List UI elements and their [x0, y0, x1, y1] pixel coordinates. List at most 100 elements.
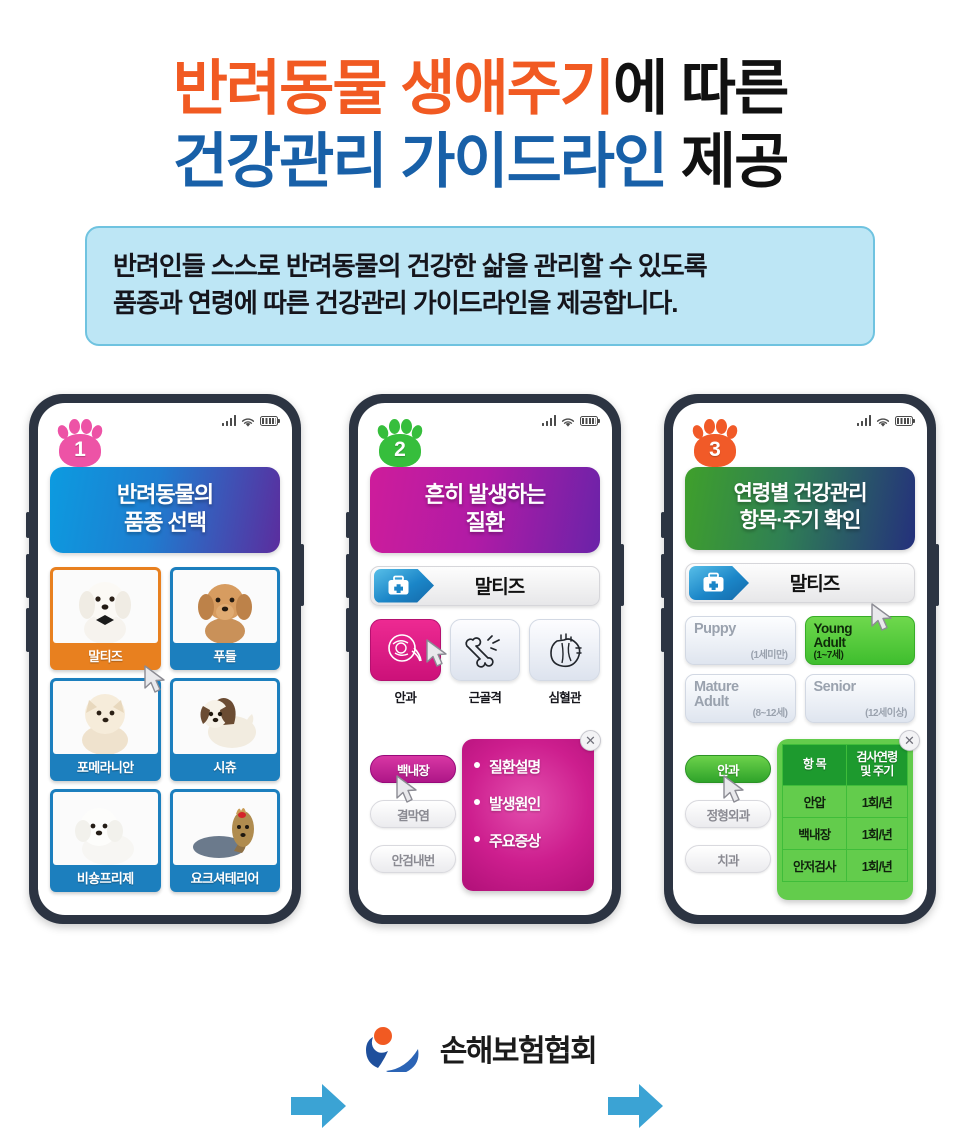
- phone-mockup-row: 1 반려동물의 품종 선택: [0, 394, 960, 1128]
- breed-photo-pomeranian: [53, 680, 158, 754]
- age-card-mature-adult[interactable]: Mature Adult (8~12세): [685, 673, 796, 723]
- arrow-right-icon-1: [291, 1084, 346, 1128]
- eye-anatomy-icon: [370, 618, 441, 681]
- table-cell: 1회/년: [845, 816, 909, 850]
- age-card-senior[interactable]: Senior (12세이상): [804, 673, 915, 723]
- breed-label: 비숑프리제: [76, 870, 134, 886]
- age-range: (1세미만): [750, 649, 788, 661]
- wifi-icon: [561, 415, 575, 427]
- popup-item: 질환설명: [474, 756, 594, 777]
- status-bar: [856, 415, 916, 427]
- table-header-cell: 검사연령 및 주기: [845, 744, 909, 786]
- phone2-header-line2: 질환: [465, 510, 505, 536]
- disease-conjunctivitis[interactable]: 결막염: [370, 800, 456, 829]
- breed-photo-shihtzu: [172, 680, 277, 754]
- table-cell: 1회/년: [845, 784, 909, 818]
- close-icon[interactable]: ✕: [899, 730, 920, 752]
- heart-icon: [529, 618, 600, 681]
- table-row: 안저검사 1회/년: [782, 848, 909, 882]
- checkup-table-popup: ✕ 항 목 검사연령 및 주기 안압 1회/년: [777, 730, 920, 900]
- phone3-header-line2: 항목·주기 확인: [739, 509, 862, 533]
- breed-card-shihtzu[interactable]: 시츄: [169, 677, 280, 781]
- breed-photo-bichon: [53, 791, 158, 865]
- phone-mockup-step-1: 1 반려동물의 품종 선택: [26, 394, 304, 925]
- signal-icon: [856, 415, 871, 427]
- disease-entropion[interactable]: 안검내번: [370, 845, 456, 874]
- wifi-icon: [876, 415, 890, 427]
- phone-mockup-step-2: 2 흔히 발생하는 질환 말티즈: [346, 394, 624, 925]
- table-header-cell: 항 목: [782, 744, 847, 786]
- age-range: (12세이상): [865, 707, 907, 719]
- table-row: 백내장 1회/년: [782, 816, 909, 850]
- breed-card-maltese[interactable]: 말티즈: [50, 566, 161, 670]
- status-bar: [221, 415, 281, 427]
- paw-badge-step-1: 1: [54, 417, 106, 469]
- popup-item: 발생원인: [474, 793, 594, 814]
- category-musculoskeletal[interactable]: 근골격: [449, 618, 521, 706]
- category-label: 심혈관: [548, 690, 581, 705]
- phone1-header: 반려동물의 품종 선택: [50, 467, 280, 553]
- paw-badge-step-3: 3: [689, 417, 741, 469]
- table-row: 안압 1회/년: [782, 784, 909, 818]
- sonhae-logo-icon: [364, 1024, 426, 1075]
- department-ophthalmology[interactable]: 안과: [685, 755, 771, 784]
- breed-grid: 말티즈: [50, 566, 280, 892]
- breed-card-bichon[interactable]: 비숑프리제: [50, 788, 161, 892]
- phone1-header-line1: 반려동물의: [116, 482, 214, 508]
- breed-label: 시츄: [213, 759, 237, 775]
- breed-card-poodle[interactable]: 푸들: [169, 566, 280, 670]
- breed-label: 요크셔테리어: [190, 870, 260, 886]
- subtitle-line-2: 품종과 연령에 따른 건강관리 가이드라인을 제공합니다.: [113, 288, 679, 319]
- breed-card-yorkshire[interactable]: 요크셔테리어: [169, 788, 280, 892]
- subtitle-box: 반려인들 스스로 반려동물의 건강한 삶을 관리할 수 있도록 품종과 연령에 …: [85, 226, 875, 347]
- phone2-header-line1: 흔히 발생하는: [424, 482, 547, 508]
- medical-kit-icon: [689, 565, 749, 600]
- age-name: Young Adult: [813, 620, 853, 651]
- age-name: Puppy: [694, 620, 736, 637]
- battery-icon: [260, 415, 281, 426]
- breed-photo-yorkshire: [172, 791, 277, 865]
- close-icon[interactable]: ✕: [580, 730, 601, 752]
- phone3-header: 연령별 건강관리 항목·주기 확인: [685, 467, 915, 550]
- table-header-row: 항 목 검사연령 및 주기: [782, 744, 909, 786]
- disease-cataract[interactable]: 백내장: [370, 755, 456, 784]
- category-cardiovascular[interactable]: 심혈관: [529, 618, 600, 706]
- breed-photo-maltese: [53, 569, 158, 643]
- category-label: 근골격: [468, 690, 502, 705]
- footer-org-name: 손해보험협회: [439, 1035, 598, 1068]
- age-card-puppy[interactable]: Puppy (1세미만): [685, 615, 796, 665]
- title-rest-1: 에 따른: [613, 55, 789, 122]
- phone-mockup-step-3: 3 연령별 건강관리 항목·주기 확인 말티즈 Puppy: [661, 394, 939, 925]
- breed-label: 포메라니안: [76, 759, 134, 775]
- age-range: (1~7세): [813, 649, 844, 661]
- paw-badge-step-2: 2: [374, 417, 426, 469]
- category-label: 안과: [394, 690, 417, 705]
- disease-list: 백내장 결막염 안검내번: [370, 755, 456, 890]
- step-number-2: 2: [394, 438, 406, 462]
- step-number-1: 1: [74, 438, 86, 462]
- title-line-2: 건강관리 가이드라인 제공: [0, 125, 960, 198]
- title-line-1: 반려동물 생애주기에 따른: [0, 52, 960, 125]
- signal-icon: [541, 415, 556, 427]
- battery-icon: [580, 415, 601, 426]
- department-dentistry[interactable]: 치과: [685, 845, 771, 874]
- step-number-3: 3: [709, 438, 721, 462]
- page-title: 반려동물 생애주기에 따른 건강관리 가이드라인 제공: [0, 0, 960, 198]
- breed-label: 말티즈: [88, 648, 123, 664]
- table-cell: 백내장: [782, 816, 847, 850]
- table-cell: 1회/년: [845, 848, 909, 882]
- department-orthopedics[interactable]: 정형외과: [685, 800, 771, 829]
- footer: 손해보험협회: [0, 1024, 960, 1075]
- checkup-table: 항 목 검사연령 및 주기 안압 1회/년 백내장 1회/년: [782, 744, 909, 882]
- status-bar: [541, 415, 601, 427]
- category-eye[interactable]: 안과: [370, 618, 441, 706]
- age-card-young-adult[interactable]: Young Adult (1~7세): [804, 615, 915, 665]
- category-row: 안과 근골격: [370, 618, 600, 706]
- breed-tag-bar[interactable]: 말티즈: [370, 565, 600, 606]
- breed-tag-label: 말티즈: [789, 574, 840, 596]
- breed-tag-bar[interactable]: 말티즈: [685, 562, 915, 603]
- table-cell: 안저검사: [782, 848, 847, 882]
- breed-card-pomeranian[interactable]: 포메라니안: [50, 677, 161, 781]
- arrow-right-icon-2: [608, 1084, 663, 1128]
- phone3-header-line1: 연령별 건강관리: [733, 482, 867, 506]
